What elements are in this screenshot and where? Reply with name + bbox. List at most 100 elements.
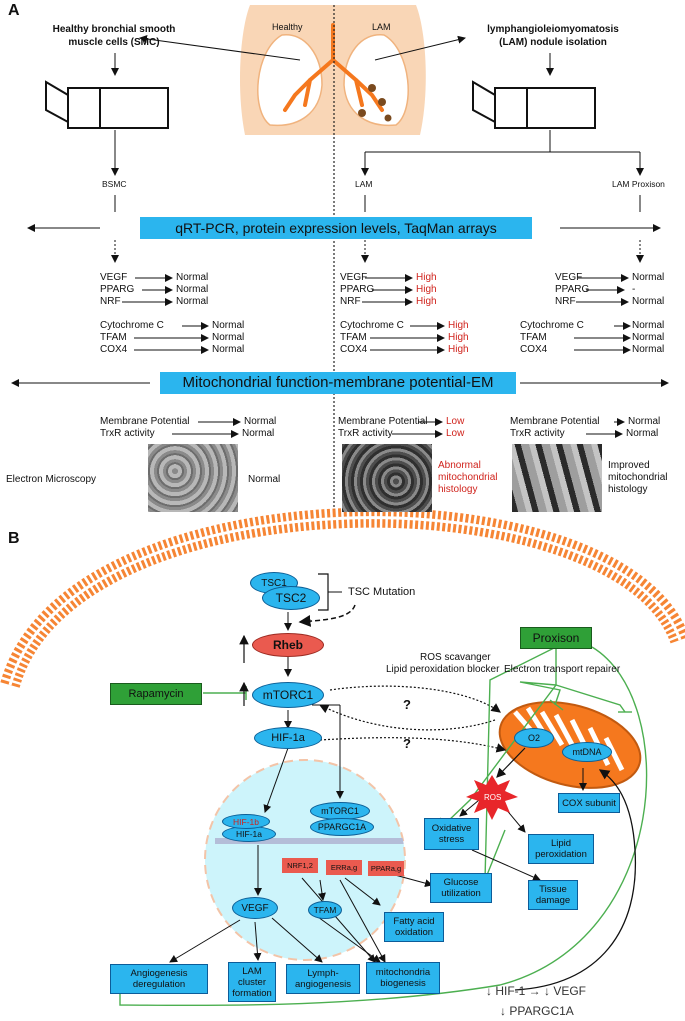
branch-bsmc: BSMC xyxy=(102,179,127,189)
lipid-peroxidation-box: Lipid peroxidation xyxy=(528,834,594,864)
lung-healthy-label: Healthy xyxy=(272,22,303,32)
lam-gene-2: NRF xyxy=(340,296,361,307)
ros-scavenger-label: ROS scavanger xyxy=(420,652,491,663)
em-lam-line-0: Abnormal xyxy=(438,460,481,471)
healthy-title-2: muscle cells (SMC) xyxy=(68,37,160,48)
prox-gene-result-1: - xyxy=(632,284,636,295)
bsmc-protein-result-0: Normal xyxy=(212,320,245,331)
fatty-acid-line-1: oxidation xyxy=(394,927,434,938)
bsmc-protein-result-2: Normal xyxy=(212,344,245,355)
bsmc-mito-label-1: TrxR activity xyxy=(100,428,155,439)
lam-title-1: lymphangioleiomyomatosis xyxy=(487,24,619,35)
ros-star xyxy=(466,775,518,820)
prox-protein-result-1: Normal xyxy=(632,332,665,343)
downstream-line-2: ↓ PPARGC1A xyxy=(500,1004,574,1018)
mito-biogenesis-box: mitochondria biogenesis xyxy=(366,962,440,994)
lam-cluster-line-0: LAM xyxy=(242,965,262,977)
cox-subunit-box: COX subunit xyxy=(558,793,620,813)
proxison-box: Proxison xyxy=(520,627,592,649)
bsmc-protein-result-1: Normal xyxy=(212,332,245,343)
lung-lam-label: LAM xyxy=(372,22,391,32)
ros-label: ROS xyxy=(484,793,502,802)
branch-proxison: LAM Proxison xyxy=(612,179,665,189)
glucose-line-0: Glucose xyxy=(443,877,479,888)
em-prox-line-2: histology xyxy=(608,484,648,495)
bsmc-mito-result-1: Normal xyxy=(242,428,275,439)
question-mark-2: ? xyxy=(403,736,411,751)
bsmc-gene-result-1: Normal xyxy=(176,284,209,295)
lymphangiogenesis-box: Lymph- angiogenesis xyxy=(286,964,360,994)
prox-gene-result-0: Normal xyxy=(632,272,665,283)
em-image-bsmc xyxy=(148,444,238,512)
vegf-node: VEGF xyxy=(232,897,278,919)
glucose-line-1: utilization xyxy=(441,888,481,899)
banner-qrt-pcr: qRT-PCR, protein expression levels, TaqM… xyxy=(140,217,532,239)
bsmc-gene-1: PPARG xyxy=(100,284,135,295)
prox-mito-label-1: TrxR activity xyxy=(510,428,565,439)
hif1a-node: HIF-1a xyxy=(254,727,322,749)
tissue-damage-box: Tissue damage xyxy=(528,880,578,910)
panel-a-label: A xyxy=(8,2,20,19)
lam-mito-result-1: Low xyxy=(446,428,465,439)
fatty-acid-line-0: Fatty acid xyxy=(393,916,435,927)
em-image-proxison xyxy=(512,444,602,512)
tissue-damage-line-0: Tissue xyxy=(539,884,567,895)
prox-gene-2: NRF xyxy=(555,296,576,307)
lam-cluster-box: LAM cluster formation xyxy=(228,962,276,1002)
lipid-perox-line-0: Lipid xyxy=(550,838,572,849)
mtdna-node: mtDNA xyxy=(562,742,612,762)
lam-gene-result-1: High xyxy=(416,284,437,295)
tissue-damage-line-1: damage xyxy=(535,895,571,906)
lam-gene-1: PPARG xyxy=(340,284,375,295)
lam-protein-result-1: High xyxy=(448,332,469,343)
ppargc1a-node: PPARGC1A xyxy=(310,818,374,836)
bsmc-gene-0: VEGF xyxy=(100,272,128,283)
mtorc1-node: mTORC1 xyxy=(252,682,324,708)
prox-protein-2: COX4 xyxy=(520,344,548,355)
lam-mito-result-0: Low xyxy=(446,416,465,427)
prox-mito-result-0: Normal xyxy=(628,416,661,427)
lam-protein-result-0: High xyxy=(448,320,469,331)
etr-label: Electron transport repairer xyxy=(504,664,621,675)
lam-protein-2: COX4 xyxy=(340,344,368,355)
panel-b-label: B xyxy=(8,530,20,547)
prox-gene-0: VEGF xyxy=(555,272,583,283)
prox-protein-result-2: Normal xyxy=(632,344,665,355)
downstream-line-1: ↓ HIF-1 → ↓ VEGF xyxy=(486,984,587,998)
bsmc-gene-2: NRF xyxy=(100,296,121,307)
lam-gene-0: VEGF xyxy=(340,272,368,283)
em-prox-line-0: Improved xyxy=(608,460,650,471)
healthy-title-1: Healthy bronchial smooth xyxy=(52,24,176,35)
prox-gene-result-2: Normal xyxy=(632,296,665,307)
prox-gene-1: PPARG xyxy=(555,284,590,295)
cell-membrane xyxy=(0,507,685,688)
tsc2-node: TSC2 xyxy=(262,586,320,610)
prox-mito-label-0: Membrane Potential xyxy=(510,416,600,427)
hif1b-node: HIF-1b xyxy=(222,814,270,829)
angiogenesis-box: Angiogenesis deregulation xyxy=(110,964,208,994)
flask-right xyxy=(472,80,596,129)
fatty-acid-oxidation-box: Fatty acid oxidation xyxy=(384,912,444,942)
em-lam-line-2: histology xyxy=(438,484,478,495)
em-label: Electron Microscopy xyxy=(6,474,97,485)
lipid-perox-line-1: peroxidation xyxy=(535,849,587,860)
bsmc-protein-1: TFAM xyxy=(100,332,127,343)
rapamycin-box: Rapamycin xyxy=(110,683,202,705)
oxidative-stress-line-1: stress xyxy=(438,834,465,845)
oxidative-stress-line-0: Oxidative xyxy=(431,823,472,834)
branch-lam: LAM xyxy=(355,179,373,189)
lam-protein-result-2: High xyxy=(448,344,469,355)
bsmc-gene-result-2: Normal xyxy=(176,296,209,307)
prox-protein-0: Cytochrome C xyxy=(520,320,584,331)
em-prox-line-1: mitochondrial xyxy=(608,472,668,483)
lam-gene-result-2: High xyxy=(416,296,437,307)
oxidative-stress-box: Oxidative stress xyxy=(424,818,479,850)
bsmc-protein-0: Cytochrome C xyxy=(100,320,164,331)
erra-box: ERRa,g xyxy=(326,860,362,875)
prox-protein-1: TFAM xyxy=(520,332,547,343)
tfam-node: TFAM xyxy=(308,901,342,919)
lam-cluster-line-1: cluster xyxy=(238,976,266,988)
flask-left xyxy=(45,80,169,129)
mito-bio-line-1: biogenesis xyxy=(380,978,426,989)
